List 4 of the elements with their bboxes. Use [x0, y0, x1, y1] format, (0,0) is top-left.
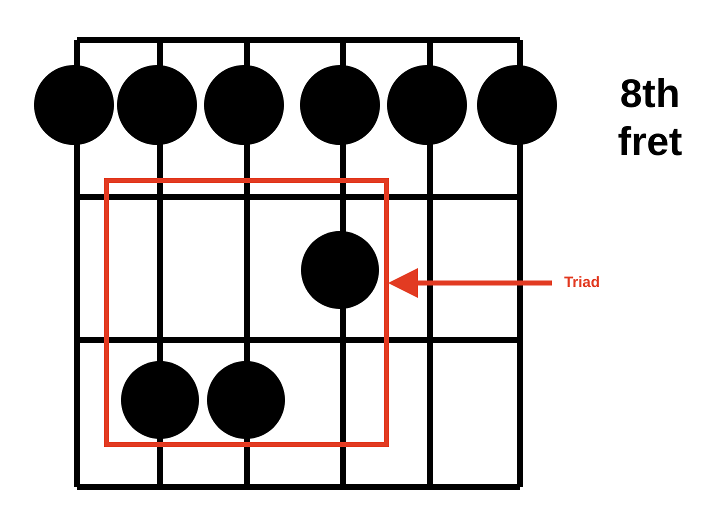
- highlight-box: [104, 178, 389, 447]
- fret-label: 8th fret: [616, 71, 684, 166]
- arrow: [388, 268, 552, 298]
- callout-label: Triad: [552, 270, 612, 296]
